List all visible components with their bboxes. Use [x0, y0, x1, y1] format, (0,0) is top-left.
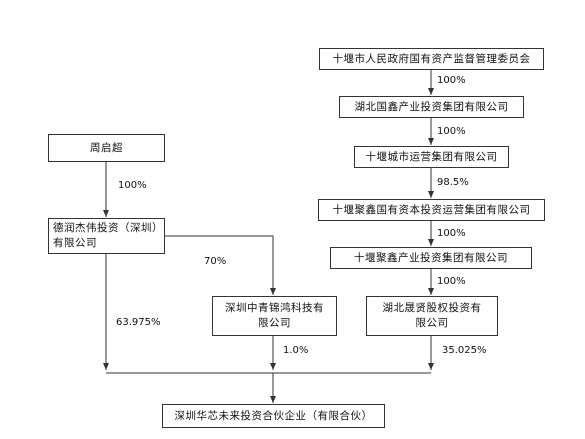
node-shenzhen-huaxin: 深圳华芯未来投资合伙企业（有限合伙） [162, 404, 385, 428]
node-sasac: 十堰市人民政府国有资产监督管理委员会 [319, 48, 544, 70]
label-urban-capital: 98.5% [437, 177, 469, 188]
label-zhongqing-huaxin: 1.0% [283, 345, 309, 356]
node-shenzhen-zhongqing: 深圳中青锦鸿科技有 限公司 [212, 296, 337, 336]
node-shenzhen-zhongqing-line1: 深圳中青锦鸿科技有 [225, 302, 324, 314]
node-shiyan-urban: 十堰城市运营集团有限公司 [354, 146, 509, 168]
node-shenzhen-zhongqing-line2: 限公司 [258, 317, 291, 329]
node-hubei-shengxian-line2: 限公司 [415, 317, 449, 329]
label-industry-shengxian: 100% [437, 276, 466, 287]
node-zhou-qichao: 周启超 [48, 134, 165, 162]
node-shiyan-juxin-industry: 十堰聚鑫产业投资集团有限公司 [330, 247, 532, 269]
node-hubei-guoxin: 湖北国鑫产业投资集团有限公司 [339, 96, 524, 118]
label-zhou-derun: 100% [118, 180, 147, 191]
node-derun-jiewei: 德润杰伟投资（深圳） 有限公司 [48, 218, 165, 254]
node-derun-jiewei-line1: 德润杰伟投资（深圳） [53, 222, 163, 234]
label-derun-huaxin: 63.975% [116, 317, 161, 328]
label-guoxin-urban: 100% [437, 126, 466, 137]
node-hubei-shengxian: 湖北晟贤股权投资有 限公司 [366, 296, 498, 336]
node-hubei-shengxian-line1: 湖北晟贤股权投资有 [382, 302, 482, 314]
label-capital-industry: 100% [437, 228, 466, 239]
edge-derun-zhongqing [164, 235, 276, 295]
label-derun-zhongqing: 70% [204, 256, 227, 267]
node-shiyan-juxin-capital: 十堰聚鑫国有资本投资运营集团有限公司 [318, 199, 545, 221]
label-sasac-guoxin: 100% [437, 75, 466, 86]
node-derun-jiewei-line2: 有限公司 [53, 237, 97, 249]
label-shengxian-huaxin: 35.025% [442, 345, 487, 356]
